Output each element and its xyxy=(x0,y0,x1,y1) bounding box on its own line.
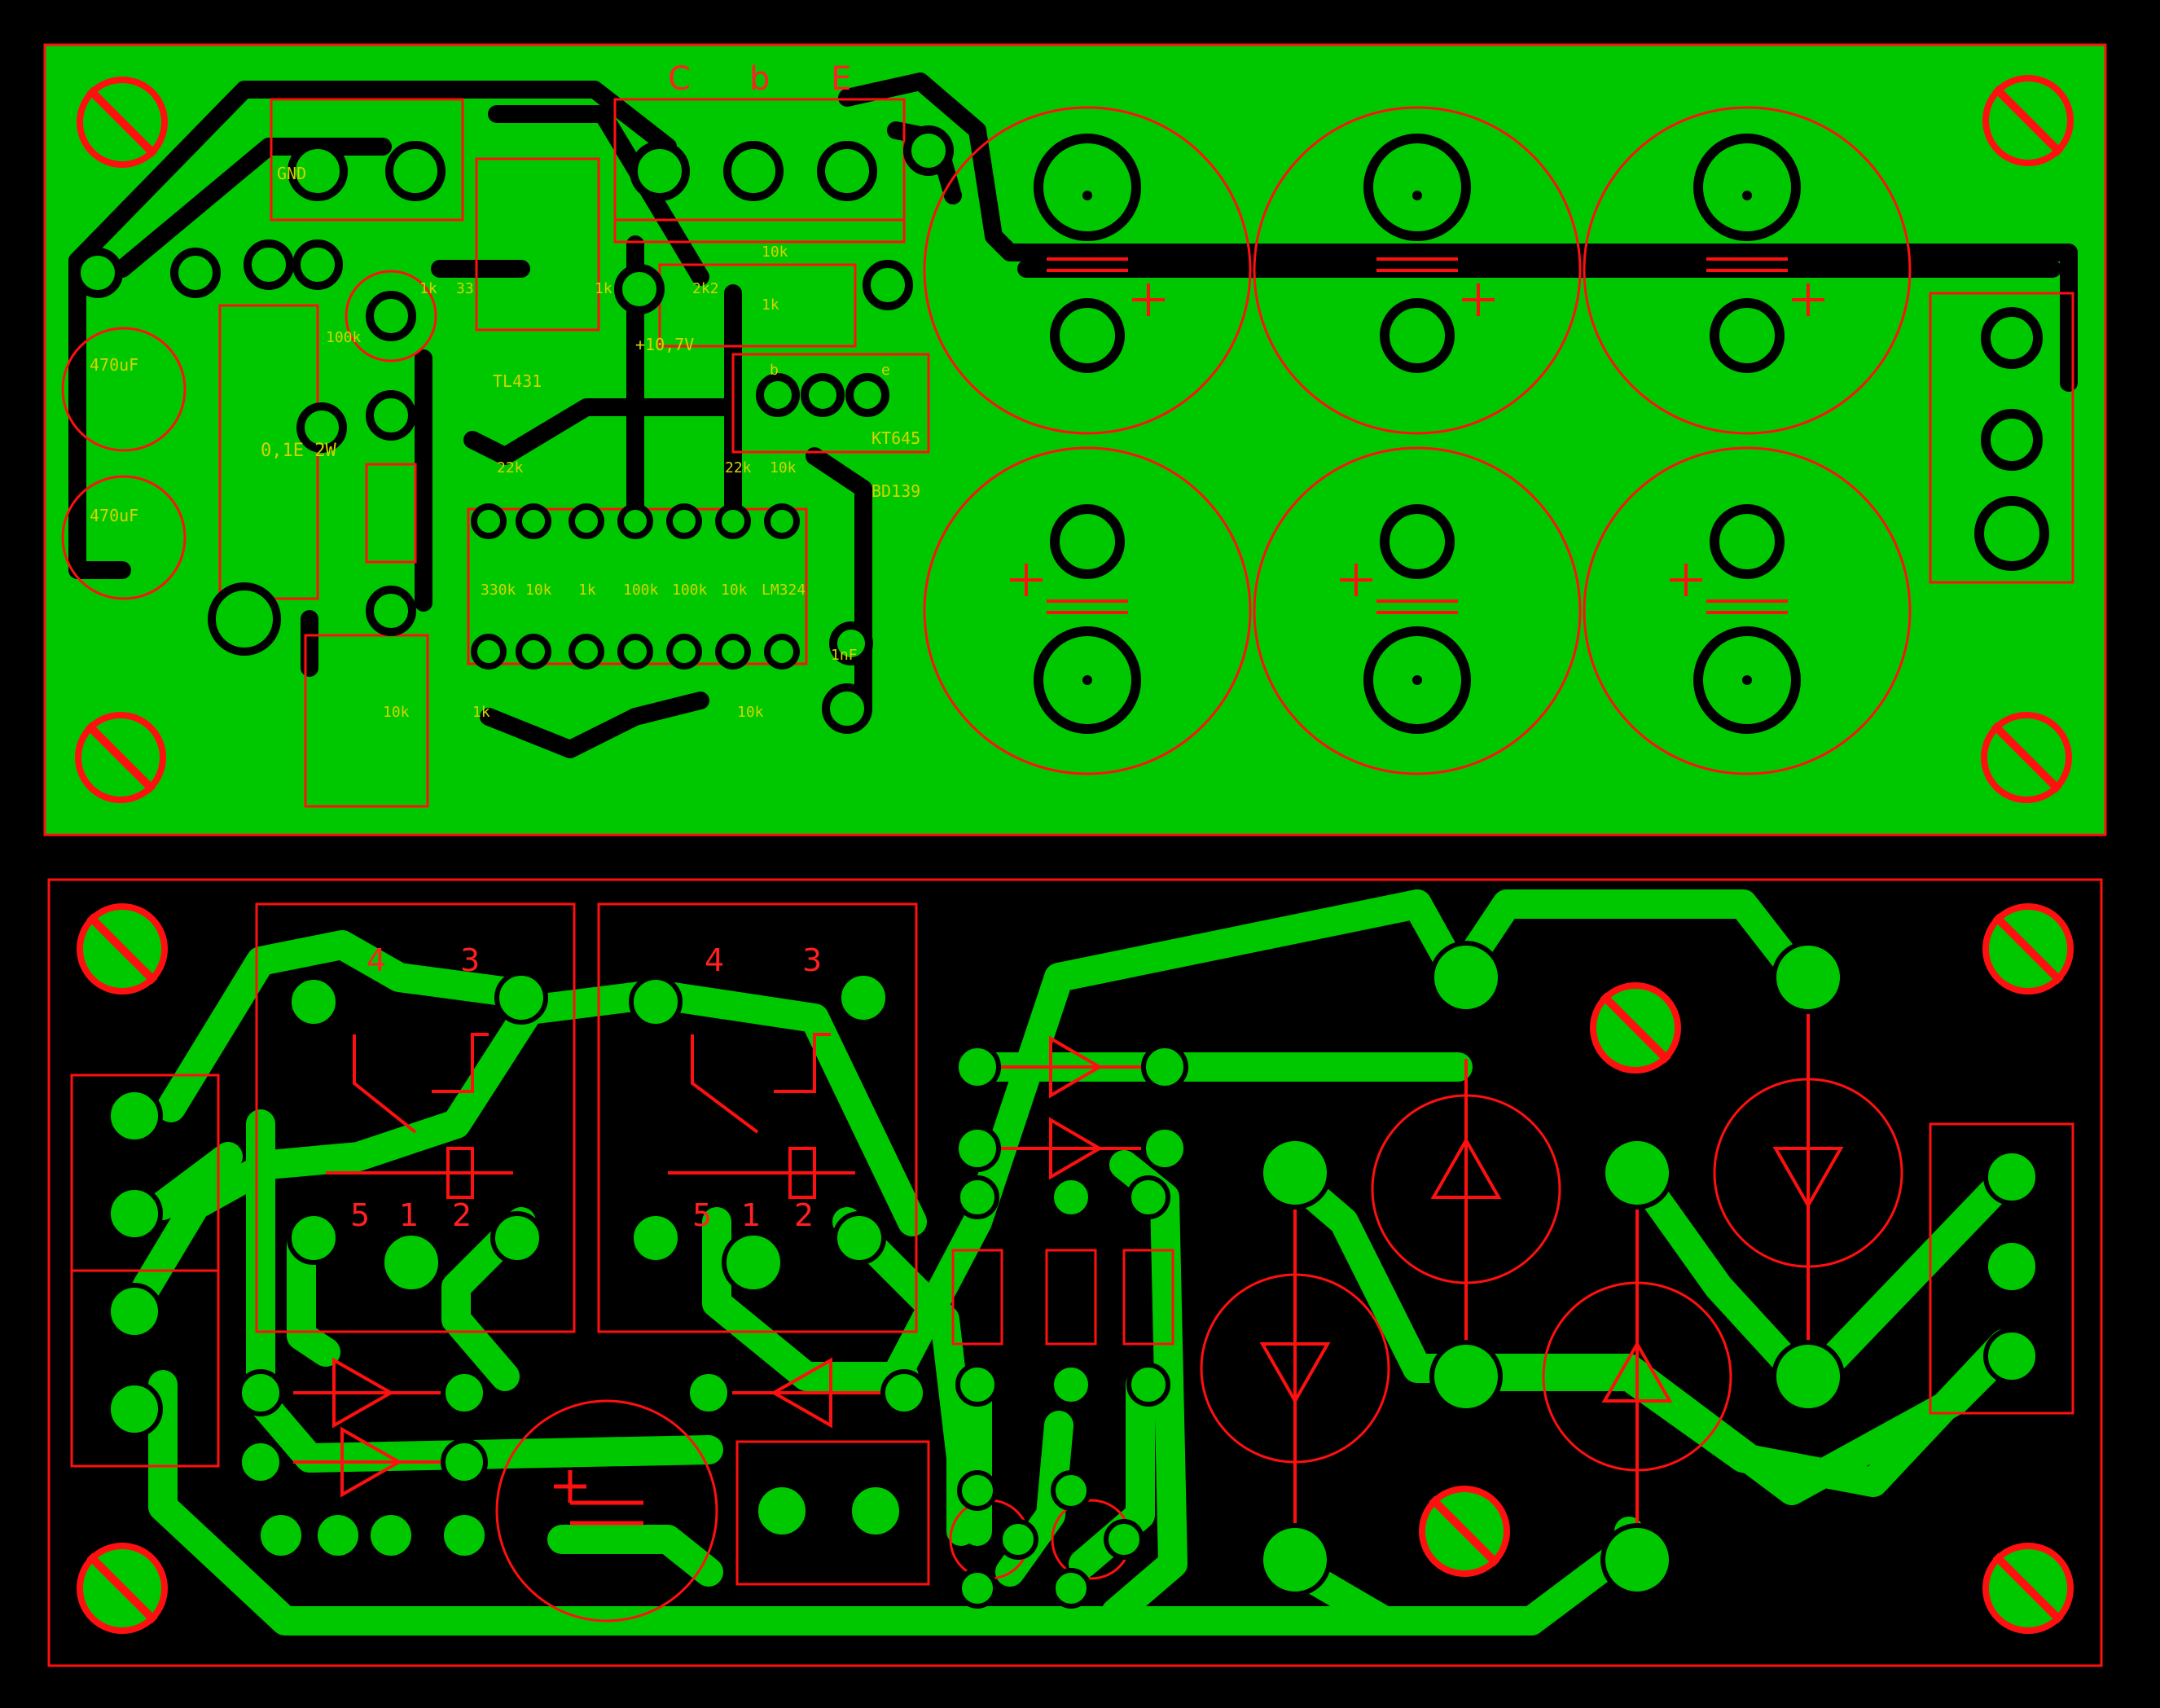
r10k-c-label: 10k xyxy=(770,459,797,476)
relay1-pin-3: 3 xyxy=(460,942,480,978)
bottom-board: 4 3 5 1 2 4 3 5 1 2 xyxy=(47,878,2103,1667)
relay-pin-labels: 4 3 5 1 2 4 3 5 1 2 xyxy=(350,942,822,1233)
polarity-marks xyxy=(1010,257,1824,614)
relay1-pin-5: 5 xyxy=(350,1197,370,1233)
shunt-label: 0,1E 2W xyxy=(261,441,336,461)
cap-small-label: 1nF xyxy=(831,647,858,664)
pads-top xyxy=(72,125,954,734)
mounting-holes-bottom xyxy=(77,903,2074,1634)
relay2-pin-2: 2 xyxy=(794,1197,814,1233)
top-board: C b E GND 470uF 470uF 0,1E 2W 100k TL431… xyxy=(43,43,2107,836)
r10k-a-label: 10k xyxy=(762,244,788,261)
relay1-pin-2: 2 xyxy=(452,1197,472,1233)
pin-label-b: b xyxy=(749,60,770,98)
pin-label-e: E xyxy=(831,60,851,98)
r100k-b-label: 100k xyxy=(672,582,708,599)
r1k-b-label: 1k xyxy=(595,280,612,297)
relay2-pin-5: 5 xyxy=(692,1197,712,1233)
r10k-e-label: 10k xyxy=(721,582,748,599)
cap-b-label: 470uF xyxy=(90,506,138,525)
r22k-b-label: 22k xyxy=(725,459,752,476)
relay2-pin-3: 3 xyxy=(802,942,822,978)
pin-label-c: C xyxy=(668,60,691,98)
opamp-label: LM324 xyxy=(762,582,806,599)
cap-a-label: 470uF xyxy=(90,355,138,375)
r10k-f-label: 10k xyxy=(737,704,764,721)
pot-b-label: 10k xyxy=(383,704,410,721)
pads-bottom xyxy=(106,941,2040,1609)
gnd-label: GND xyxy=(277,164,306,183)
voltage-label: +10,7V xyxy=(635,335,694,354)
r2k2-label: 2k2 xyxy=(692,280,719,297)
transistor-label: BD139 xyxy=(871,481,920,501)
ic-pads xyxy=(471,503,800,670)
relay1-pin-1: 1 xyxy=(399,1197,419,1233)
pin-e-label: e xyxy=(881,362,890,379)
r10k-d-label: 10k xyxy=(525,582,552,599)
relay1-pin-4: 4 xyxy=(367,942,386,978)
r1k-e-label: 1k xyxy=(472,704,490,721)
r22k-label: 22k xyxy=(497,459,524,476)
r1k-c-label: 1k xyxy=(762,296,779,314)
relay-symbols xyxy=(293,977,1844,1564)
pot-a-label: 100k xyxy=(326,329,362,346)
component-outlines-bottom xyxy=(70,902,2074,1622)
relay2-pin-4: 4 xyxy=(705,942,724,978)
silkscreen-top: C b E GND 470uF 470uF 0,1E 2W 100k TL431… xyxy=(90,60,920,721)
transistor-alt-label: KT645 xyxy=(871,428,920,448)
regulator-label: TL431 xyxy=(493,371,542,391)
pin-b-label: b xyxy=(770,362,779,379)
r100k-a-label: 100k xyxy=(623,582,659,599)
cap-mark-bottom xyxy=(554,1470,643,1526)
r330k-label: 330k xyxy=(481,582,516,599)
r33-label: 33 xyxy=(456,280,474,297)
cap-pads xyxy=(1034,134,2049,734)
r1k-a-label: 1k xyxy=(419,280,437,297)
relay2-pin-1: 1 xyxy=(741,1197,761,1233)
mounting-holes-top xyxy=(75,75,2074,803)
r1k-d-label: 1k xyxy=(578,582,596,599)
